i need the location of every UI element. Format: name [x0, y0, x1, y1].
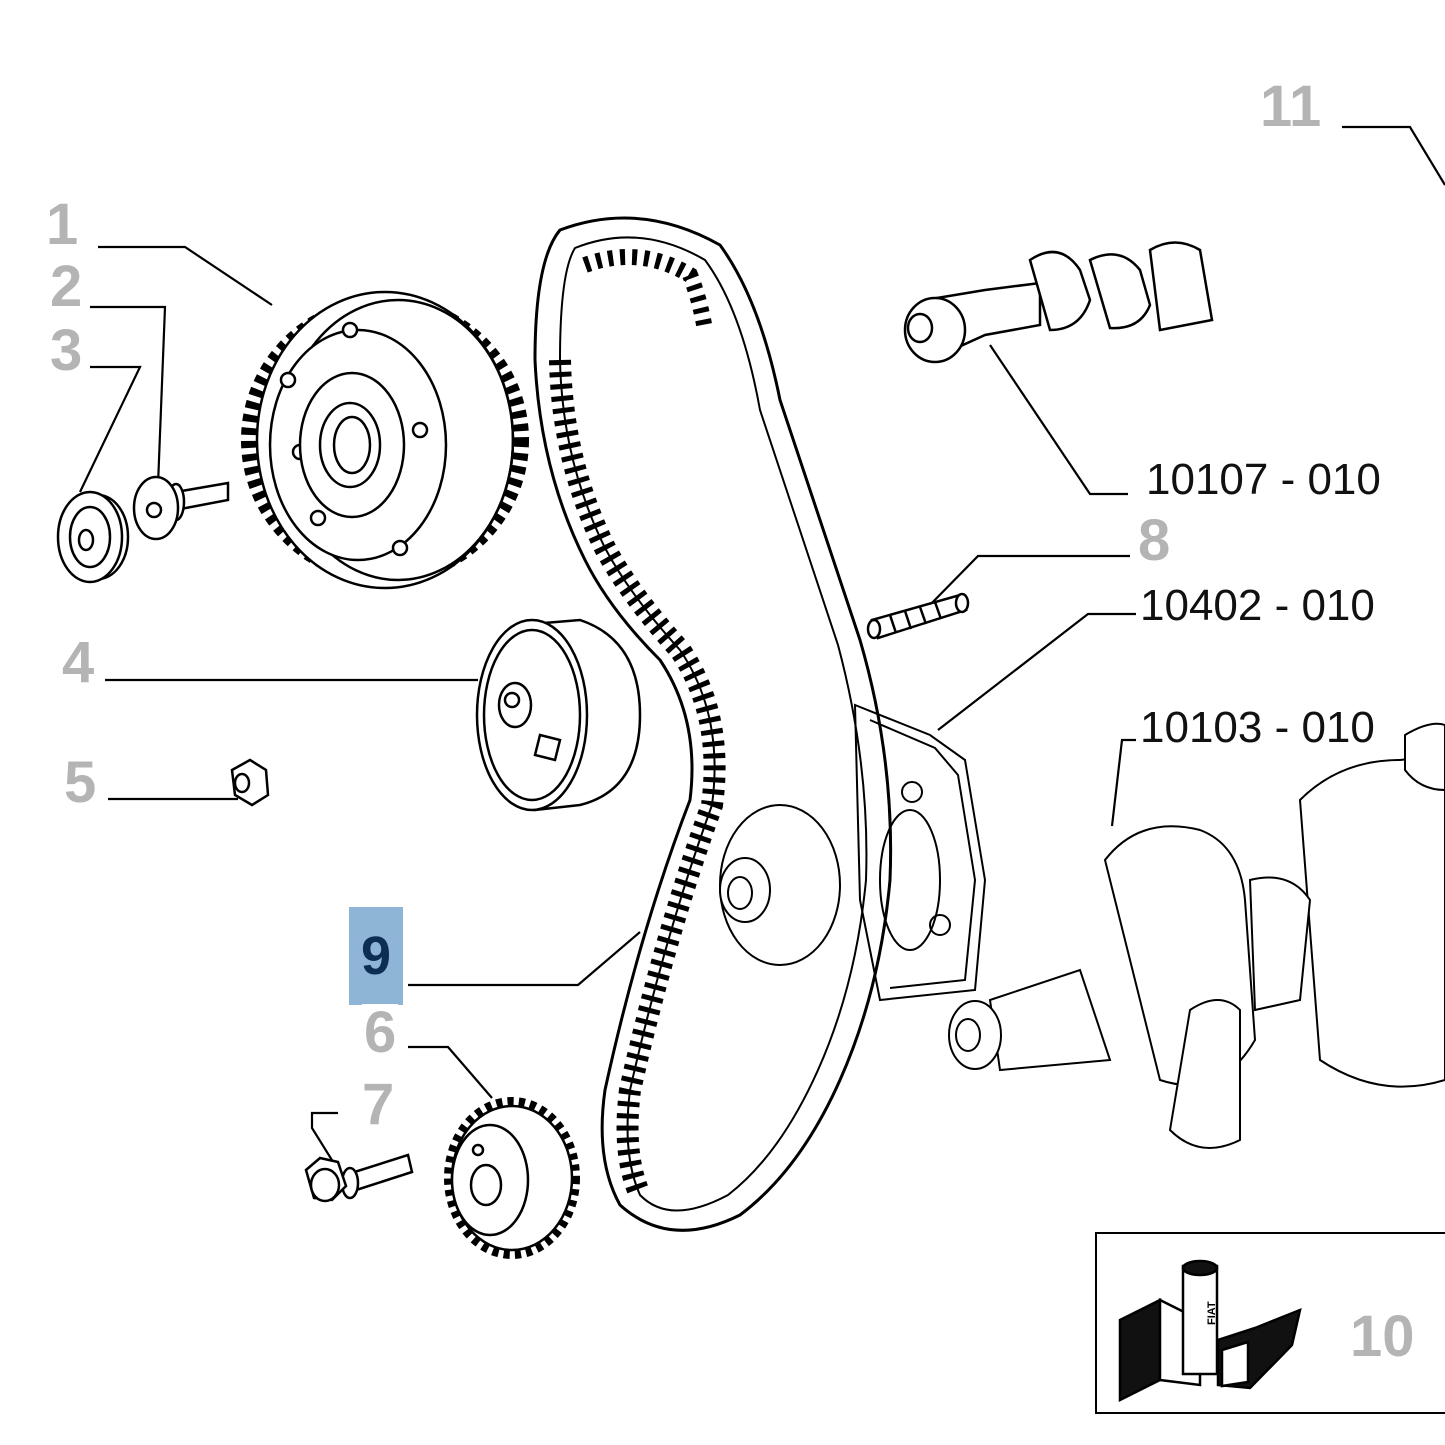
callout-9[interactable]: 9: [349, 907, 404, 1005]
crankshaft: [948, 722, 1445, 1149]
leader-line-2: [90, 305, 167, 486]
callout-10[interactable]: 10: [1350, 1304, 1415, 1369]
washer: [56, 490, 130, 584]
leader-line-11: [1342, 125, 1445, 186]
leader-line-10402: [937, 612, 1140, 731]
callout-11[interactable]: 11: [1258, 74, 1324, 139]
pulley-screw: [132, 475, 230, 541]
callout-3[interactable]: 3: [48, 318, 85, 383]
callout-1[interactable]: 1: [44, 192, 81, 257]
reference-camshaft[interactable]: 10107 - 010: [1142, 458, 1385, 502]
tensioner: [475, 618, 642, 812]
crank-pulley: [444, 1097, 580, 1259]
leader-line-10107: [989, 344, 1128, 496]
callout-6[interactable]: 6: [362, 1000, 399, 1065]
timing-belt: [533, 216, 893, 1232]
leader-line-8: [924, 554, 1130, 611]
leader-line-6: [408, 1045, 493, 1099]
water-pump: [719, 804, 841, 966]
camshaft: [903, 241, 1214, 364]
engine-cover: [853, 703, 987, 1002]
callout-5[interactable]: 5: [62, 750, 99, 815]
leader-line-9: [408, 931, 641, 987]
camshaft-pulley: [241, 290, 529, 590]
stud: [866, 592, 970, 640]
leader-line-3: [79, 365, 142, 493]
callout-2[interactable]: 2: [48, 254, 85, 319]
callout-8[interactable]: 8: [1136, 508, 1173, 573]
nut: [230, 758, 270, 807]
reference-crankshaft[interactable]: 10103 - 010: [1136, 706, 1379, 750]
reference-cover[interactable]: 10402 - 010: [1136, 584, 1379, 628]
leader-line-10103: [1110, 738, 1140, 827]
leader-line-7: [310, 1111, 338, 1166]
leader-lines: [79, 125, 1445, 1166]
crank-bolt: [304, 1153, 414, 1203]
callout-7[interactable]: 7: [360, 1072, 397, 1137]
leader-line-1: [98, 245, 273, 306]
callout-4[interactable]: 4: [60, 630, 97, 695]
